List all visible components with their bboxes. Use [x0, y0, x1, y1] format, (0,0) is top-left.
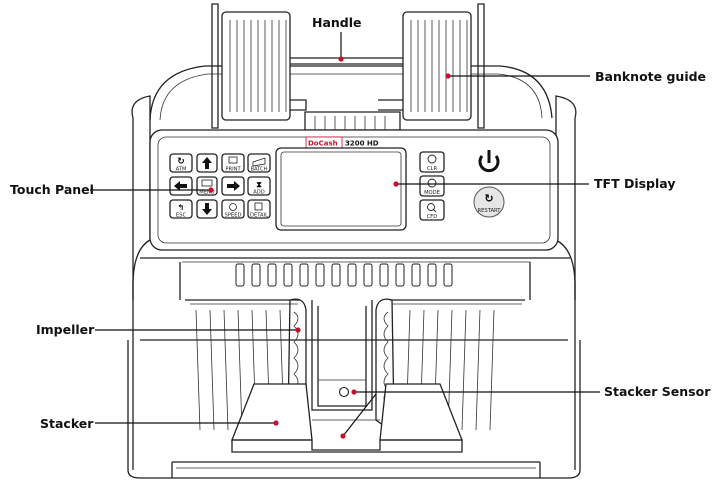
- svg-text:CLR: CLR: [427, 166, 438, 172]
- label-banknote-guide: Banknote guide: [595, 69, 706, 84]
- hopper-slot: [237, 309, 243, 431]
- batch-icon: [252, 157, 266, 167]
- detail-icon: [254, 202, 263, 211]
- stacker-sensor-hole: [338, 386, 350, 398]
- feed-roller: [395, 263, 405, 287]
- menu-button[interactable]: MENU: [196, 176, 218, 196]
- svg-text:ESC: ESC: [176, 213, 187, 219]
- right-arrow-icon: [227, 181, 240, 191]
- svg-text:ADD: ADD: [253, 190, 265, 196]
- esc-button[interactable]: ↰ ESC: [169, 199, 193, 219]
- leader-touch-panel: [90, 187, 214, 193]
- feed-roller: [379, 263, 389, 287]
- leader-impeller: [95, 327, 301, 333]
- mode-button[interactable]: MODE: [419, 175, 445, 197]
- power-button[interactable]: [478, 150, 500, 173]
- hourglass-icon: ⧗: [256, 180, 262, 189]
- feed-roller: [283, 263, 293, 287]
- touch-panel[interactable]: ↻ ATM PRINT BATCH MENU: [169, 150, 505, 221]
- label-impeller: Impeller: [36, 322, 95, 337]
- label-touch-panel: Touch Panel: [10, 182, 94, 197]
- mode-icon: [427, 178, 437, 188]
- hopper-slot: [475, 309, 481, 431]
- leader-stacker-sensor: [340, 389, 600, 439]
- hopper-slot: [195, 309, 201, 431]
- feed-roller: [267, 263, 277, 287]
- feed-roller: [363, 263, 373, 287]
- label-stacker: Stacker: [40, 416, 94, 431]
- feed-roller: [315, 263, 325, 287]
- gauge-icon: [229, 203, 237, 211]
- label-handle: Handle: [312, 15, 362, 30]
- svg-text:CFD: CFD: [427, 214, 438, 220]
- hopper-slot: [209, 309, 215, 431]
- label-stacker-sensor: Stacker Sensor: [604, 384, 711, 399]
- hopper-slot: [223, 309, 229, 431]
- svg-text:DETAIL: DETAIL: [250, 213, 268, 219]
- svg-text:SPEED: SPEED: [225, 213, 242, 219]
- feed-roller: [235, 263, 245, 287]
- add-button[interactable]: ⧗ ADD: [247, 176, 271, 196]
- power-icon: [478, 155, 500, 173]
- feed-roller: [299, 263, 309, 287]
- right-arrow-button[interactable]: [221, 176, 245, 196]
- svg-text:RESTART: RESTART: [478, 208, 502, 214]
- speed-button[interactable]: SPEED: [221, 199, 245, 219]
- clr-button[interactable]: CLR: [419, 151, 445, 173]
- up-arrow-icon: [202, 157, 212, 169]
- banknote-guide-right: [402, 3, 485, 129]
- menu-icon: [201, 179, 213, 187]
- feed-roller: [443, 263, 453, 287]
- detail-button[interactable]: DETAIL: [247, 199, 271, 219]
- feed-roller: [251, 263, 261, 287]
- svg-text:MODE: MODE: [424, 190, 440, 196]
- down-arrow-icon: [202, 203, 212, 215]
- leader-handle: [338, 32, 344, 62]
- stacker-pocket: [311, 300, 373, 411]
- hopper-slot: [489, 309, 495, 431]
- svg-text:PRINT: PRINT: [225, 167, 241, 173]
- feed-rollers: [235, 263, 453, 287]
- svg-text:ATM: ATM: [176, 167, 187, 173]
- leader-stacker: [95, 420, 279, 426]
- magnifier-icon: [427, 203, 435, 211]
- feed-roller: [347, 263, 357, 287]
- leader-tft-display: [393, 181, 589, 187]
- print-button[interactable]: PRINT: [221, 153, 245, 173]
- clear-icon: [427, 154, 437, 164]
- batch-button[interactable]: BATCH: [247, 153, 271, 173]
- back-icon: ↰: [178, 203, 185, 212]
- cfd-button[interactable]: CFD: [419, 199, 445, 221]
- left-arrow-button[interactable]: [169, 176, 193, 196]
- tft-display: [275, 147, 407, 231]
- feed-roller: [331, 263, 341, 287]
- down-arrow-button[interactable]: [196, 199, 218, 219]
- banknote-guide-left: [211, 3, 291, 129]
- svg-text:BATCH: BATCH: [250, 167, 267, 173]
- restart-icon: ↻: [484, 192, 493, 205]
- brand-model: 3200 HD: [345, 140, 379, 148]
- restart-button[interactable]: ↻ RESTART: [473, 186, 505, 218]
- stacker-tray: [231, 383, 463, 453]
- label-tft-display: TFT Display: [594, 176, 675, 191]
- printer-icon: [228, 156, 238, 164]
- leader-banknote-guide: [445, 73, 590, 79]
- refresh-icon: ↻: [177, 157, 185, 167]
- brand-name: DoCash: [308, 140, 338, 148]
- hopper-slot: [461, 309, 467, 431]
- left-arrow-icon: [174, 181, 187, 191]
- feed-roller: [411, 263, 421, 287]
- brand-label: DoCash 3200 HD: [305, 136, 379, 149]
- atm-button[interactable]: ↻ ATM: [169, 153, 193, 173]
- feed-roller: [427, 263, 437, 287]
- up-arrow-button[interactable]: [196, 153, 218, 173]
- svg-text:MENU: MENU: [199, 190, 215, 196]
